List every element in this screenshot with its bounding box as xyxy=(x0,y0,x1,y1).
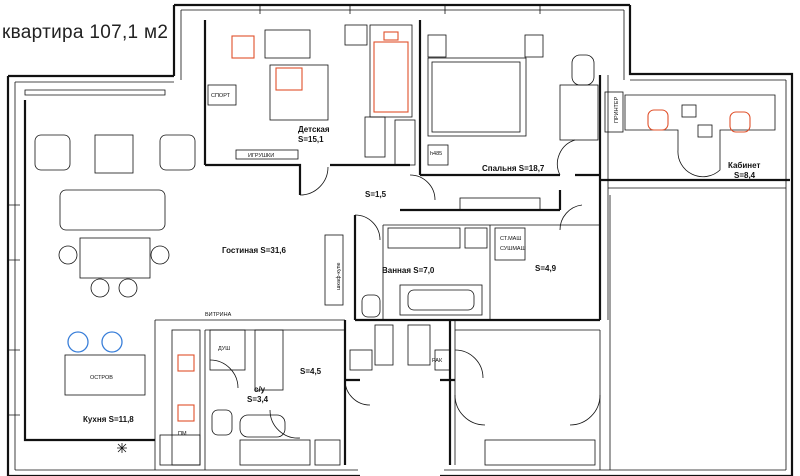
label-corridor: S=4,5 xyxy=(300,367,322,376)
office-furniture xyxy=(604,91,776,178)
kids-room-furniture xyxy=(207,24,449,166)
label-shower: ДУШ xyxy=(218,346,230,352)
label-kids-area: S=15,1 xyxy=(298,135,324,144)
label-dressing: S=4,9 xyxy=(535,264,557,273)
plan-title: квартира 107,1 м2 xyxy=(2,22,169,43)
label-bedroom: Спальня S=18,7 xyxy=(482,164,545,173)
label-island: ОСТРОВ xyxy=(90,375,113,381)
label-dishwasher: ПМ xyxy=(178,431,187,437)
outer-walls xyxy=(6,3,794,476)
label-closet: шкаф-купе xyxy=(336,262,342,290)
furniture-labels: СПОРТ ИГРУШКИ h485 ПРИНТЕР ВИТРИНА ОСТРО… xyxy=(90,93,620,437)
label-dryer: СУШМАШ xyxy=(500,246,526,252)
label-living-room: Гостиная S=31,6 xyxy=(222,246,287,255)
label-bathroom: Ванная S=7,0 xyxy=(382,266,435,275)
bedroom-furniture xyxy=(427,34,599,211)
label-wc-area: S=3,4 xyxy=(247,395,269,404)
label-h485: h485 xyxy=(430,151,442,157)
label-toys: ИГРУШКИ xyxy=(248,153,274,159)
fan-icon xyxy=(117,443,127,453)
living-room-furniture xyxy=(34,134,344,306)
room-labels: Детская S=15,1 Спальня S=18,7 Гостиная S… xyxy=(83,125,760,424)
label-office: Кабинет xyxy=(728,161,760,170)
interior-walls xyxy=(23,20,790,470)
kitchen-furniture xyxy=(64,329,341,466)
label-hall: S=1,5 xyxy=(365,190,387,199)
label-kids-room: Детская xyxy=(298,125,330,134)
label-washer: СТ.МАШ xyxy=(500,236,521,242)
label-sink: РАК xyxy=(432,358,443,364)
bathroom-furniture xyxy=(349,227,596,466)
label-kitchen: Кухня S=11,8 xyxy=(83,415,134,424)
label-printer: ПРИНТЕР xyxy=(614,96,620,123)
label-vitrine: ВИТРИНА xyxy=(205,312,232,318)
label-wc: с/у xyxy=(254,385,266,394)
label-office-area: S=8,4 xyxy=(734,171,756,180)
label-sport: СПОРТ xyxy=(211,93,231,99)
